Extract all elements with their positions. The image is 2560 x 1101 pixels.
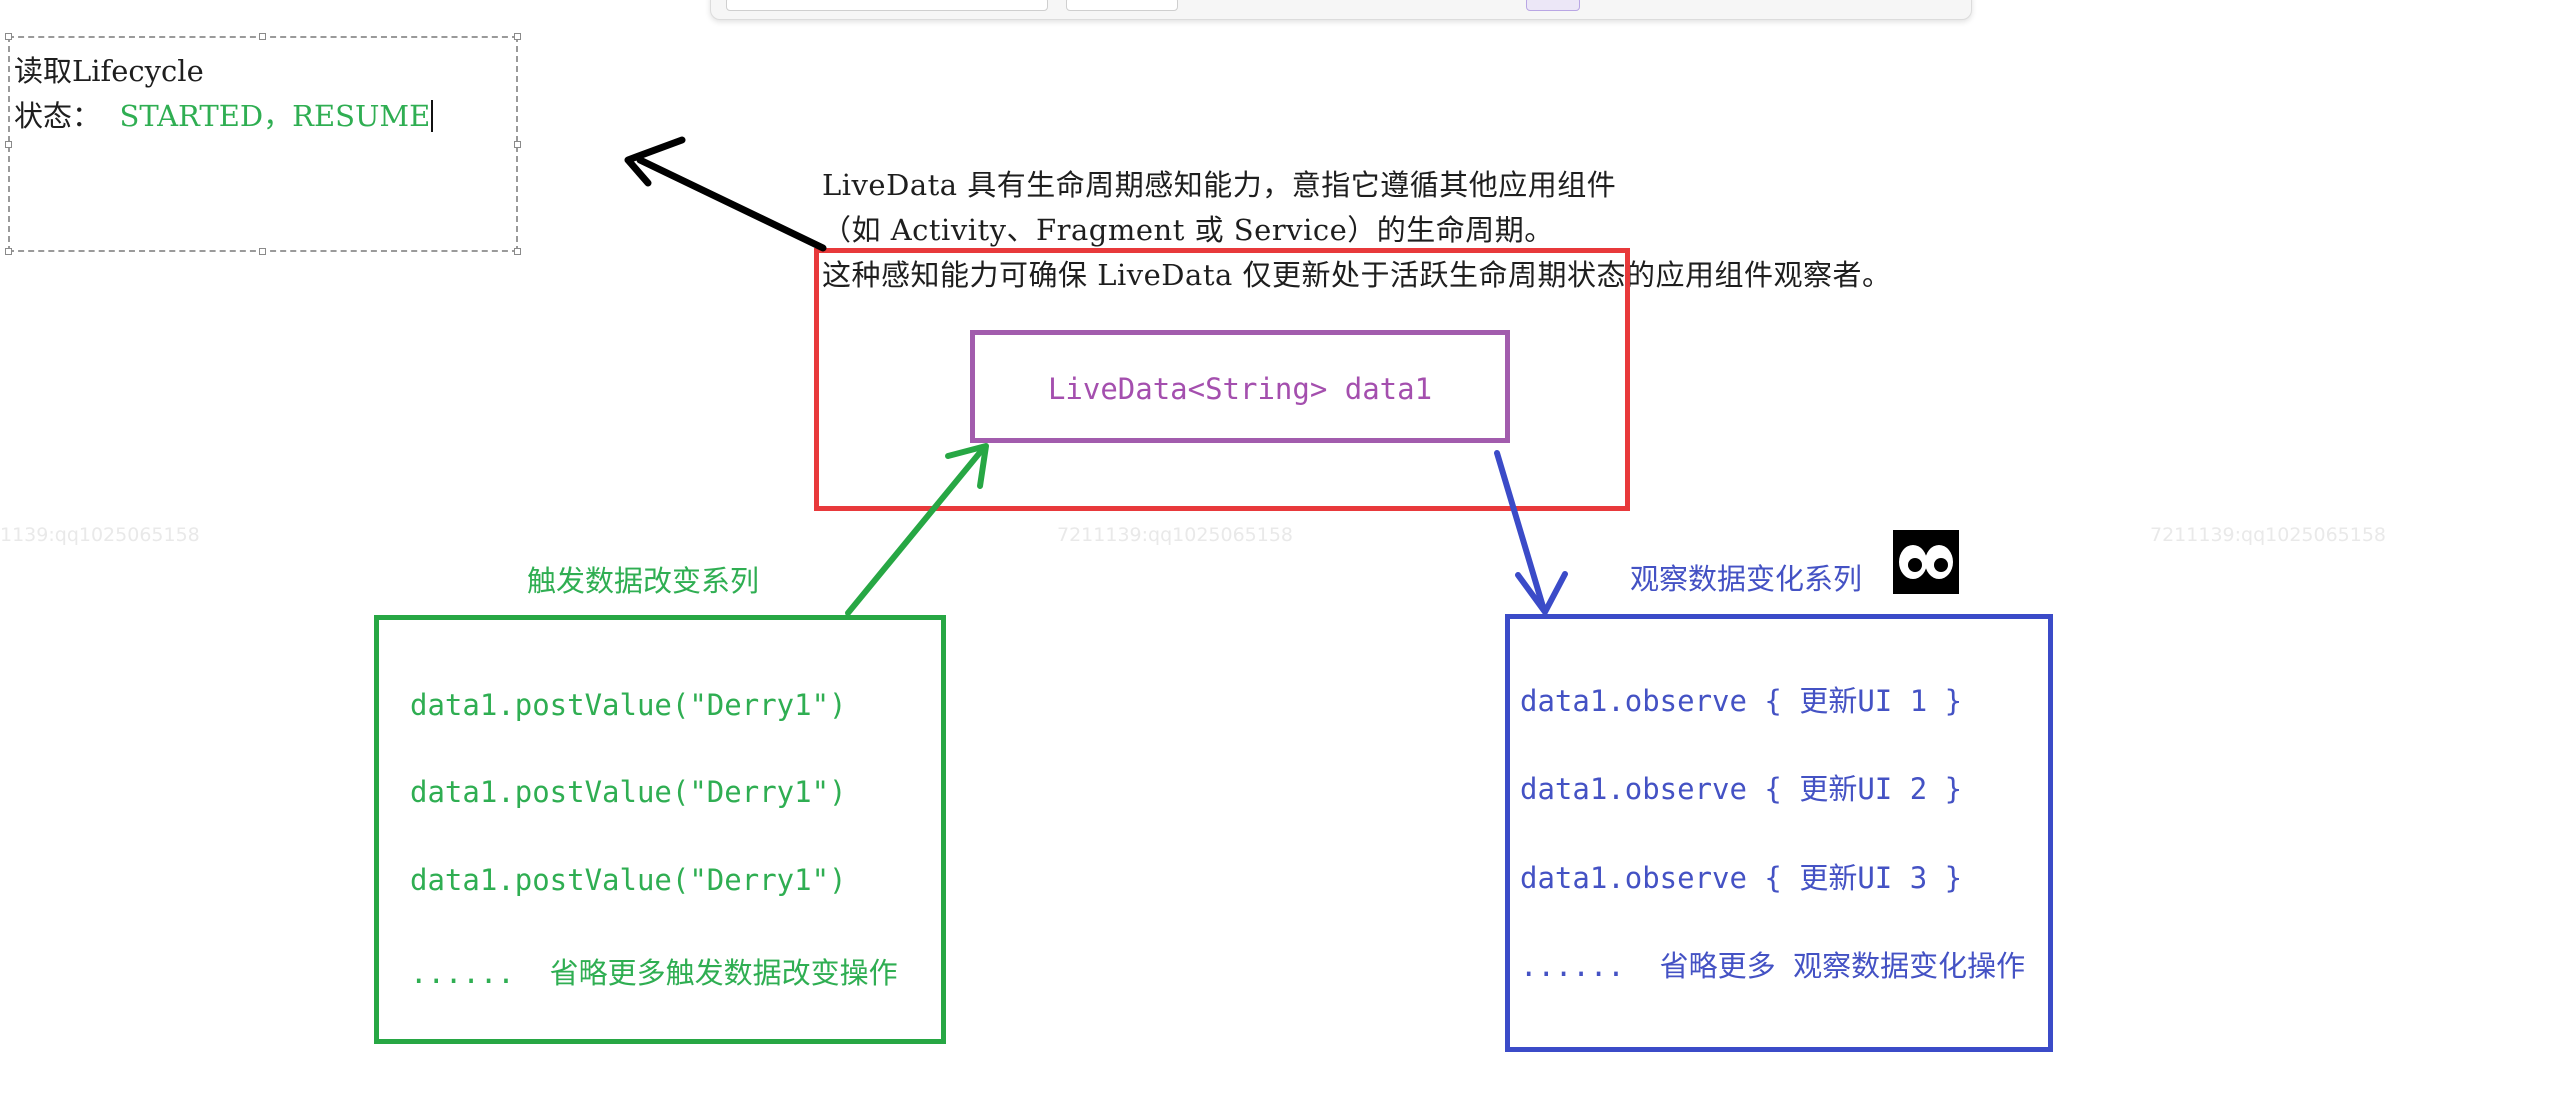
livedata-label: LiveData<String> data1: [1047, 372, 1433, 406]
livedata-box: [970, 330, 1510, 443]
trigger-line: data1.postValue("Derry1"): [410, 775, 847, 809]
trigger-box: [374, 615, 946, 1044]
trigger-line: ...... 省略更多触发数据改变操作: [410, 956, 898, 990]
resize-handle[interactable]: [5, 141, 12, 148]
watermark: 1139:qq1025065158: [0, 524, 200, 546]
trigger-line: data1.postValue("Derry1"): [410, 688, 847, 722]
state-label: 状态：: [14, 99, 102, 133]
observe-line: ...... 省略更多 观察数据变化操作: [1520, 949, 2026, 983]
observe-line: data1.observe { 更新UI 3 }: [1520, 861, 1963, 895]
trigger-heading: 触发数据改变系列: [527, 564, 760, 598]
toolbar-field[interactable]: [726, 0, 1048, 11]
resize-handle[interactable]: [259, 33, 266, 40]
black-arrow: [624, 136, 827, 252]
green-arrow: [845, 443, 989, 616]
description-line: LiveData 具有生命周期感知能力，意指它遵循其他应用组件: [822, 168, 1617, 202]
blue-arrow: [1494, 450, 1568, 615]
resize-handle[interactable]: [5, 33, 12, 40]
observe-line: data1.observe { 更新UI 1 }: [1520, 684, 1963, 718]
top-toolbar: [710, 0, 1972, 20]
state-title: 读取Lifecycle: [14, 54, 204, 88]
toolbar-button[interactable]: [1066, 0, 1178, 11]
state-value: STARTED，RESUME: [119, 99, 431, 133]
resize-handle[interactable]: [514, 33, 521, 40]
description-line: 这种感知能力可确保 LiveData 仅更新处于活跃生命周期状态的应用组件观察者…: [822, 258, 1892, 292]
state-line: 状态： STARTED，RESUME: [14, 93, 434, 135]
observe-line: data1.observe { 更新UI 2 }: [1520, 772, 1963, 806]
watermark: 7211139:qq1025065158: [1057, 524, 1294, 546]
observe-box: [1505, 614, 2053, 1052]
watermark: 7211139:qq1025065158: [2150, 524, 2387, 546]
observe-heading: 观察数据变化系列: [1630, 562, 1863, 596]
eyes-icon-graphic: [1899, 545, 1953, 579]
resize-handle[interactable]: [259, 248, 266, 255]
lifecycle-container-box: [814, 248, 1630, 511]
resize-handle[interactable]: [514, 248, 521, 255]
description-line: （如 Activity、Fragment 或 Service）的生命周期。: [822, 213, 1554, 247]
resize-handle[interactable]: [5, 248, 12, 255]
eyes-icon: [1893, 530, 1959, 594]
resize-handle[interactable]: [514, 141, 521, 148]
toolbar-color-button[interactable]: [1526, 0, 1580, 11]
trigger-line: data1.postValue("Derry1"): [410, 863, 847, 897]
text-caret: [431, 100, 434, 132]
